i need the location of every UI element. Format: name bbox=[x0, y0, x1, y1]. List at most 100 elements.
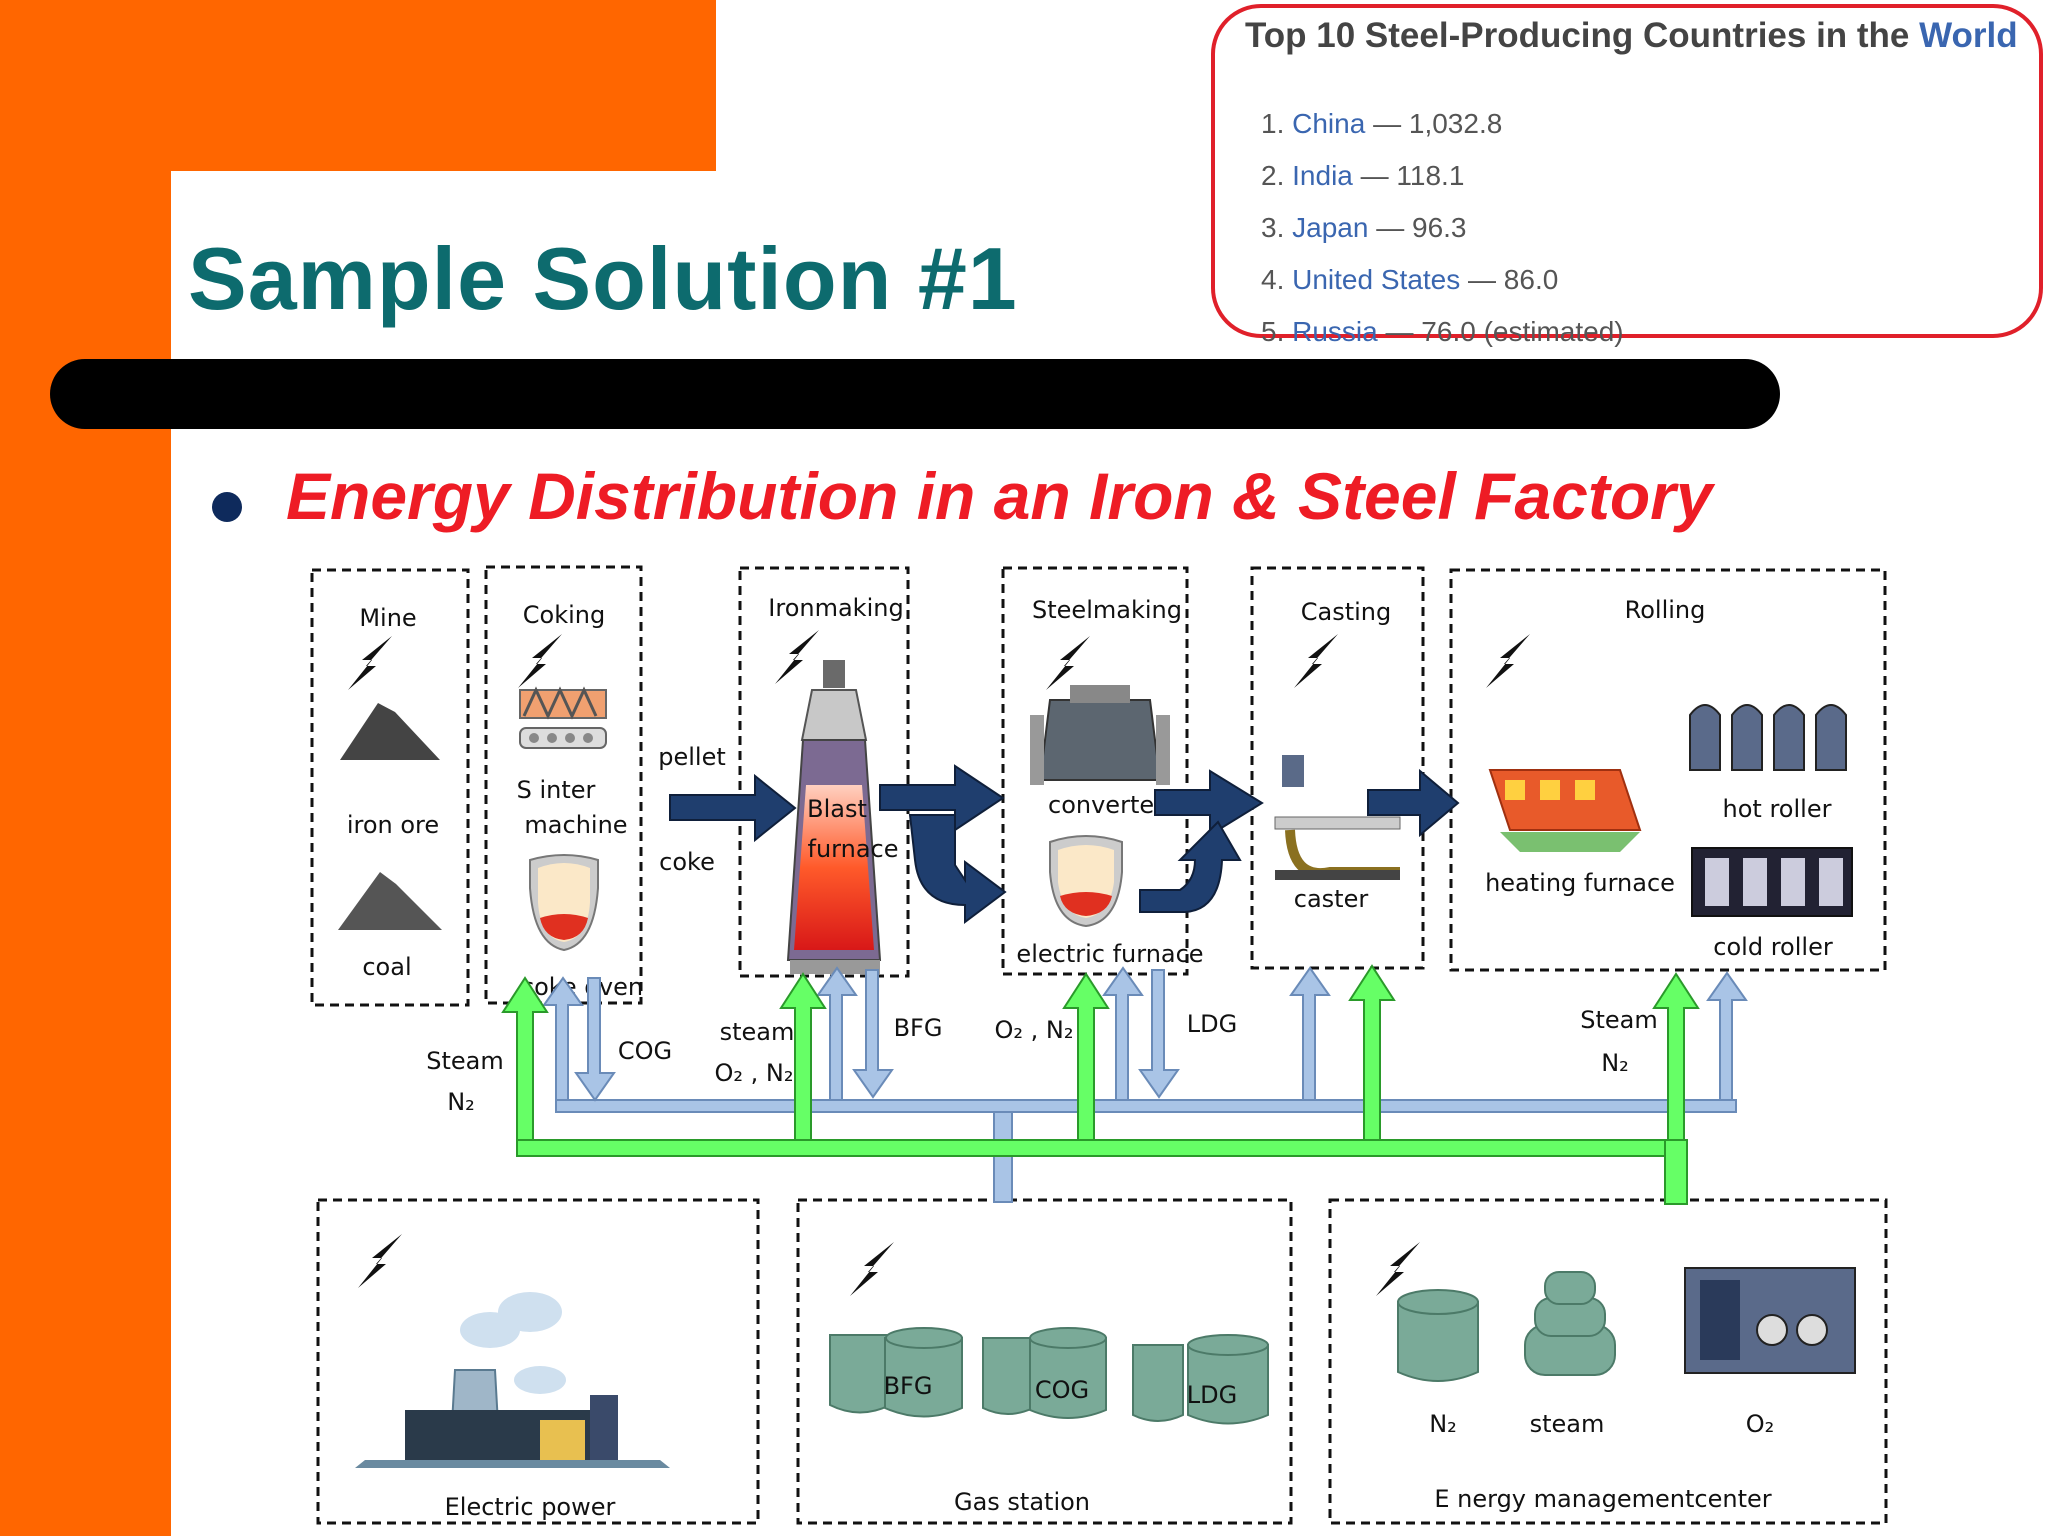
n2-right-label: N₂ bbox=[1601, 1049, 1629, 1077]
electric-power-label: Electric power bbox=[445, 1493, 616, 1521]
value: — 1,032.8 bbox=[1373, 108, 1503, 139]
blast-furnace-icon bbox=[786, 660, 882, 974]
list-item: 4. United States — 86.0 bbox=[1261, 254, 1624, 306]
top10-title-text: Top 10 Steel-Producing Countries in the bbox=[1245, 16, 1920, 55]
tank-bfg-label: BFG bbox=[884, 1372, 933, 1400]
cold-roller-icon bbox=[1691, 847, 1853, 917]
power-plant-icon bbox=[355, 1292, 670, 1468]
title-divider-bar bbox=[50, 359, 1780, 429]
steam-iron-label: steam bbox=[720, 1018, 795, 1046]
list-item: 3. Japan — 96.3 bbox=[1261, 202, 1624, 254]
electric-furnace-label: electric furnace bbox=[1016, 940, 1203, 968]
value: — 86.0 bbox=[1468, 264, 1559, 295]
steam-left-label: Steam bbox=[426, 1047, 504, 1075]
n2-left-label: N₂ bbox=[447, 1088, 475, 1116]
steelmaking-box bbox=[1001, 566, 1189, 976]
coal-label: coal bbox=[362, 953, 411, 981]
rank: 4. bbox=[1261, 264, 1285, 295]
country-link[interactable]: United States bbox=[1292, 264, 1461, 295]
n2-storage-label: N₂ bbox=[1429, 1410, 1457, 1438]
rank: 5. bbox=[1261, 316, 1285, 347]
lightning-icon bbox=[850, 1242, 894, 1296]
hot-roller-label: hot roller bbox=[1723, 795, 1832, 823]
lightning-icon bbox=[348, 636, 392, 690]
slide-title: Sample Solution #1 bbox=[188, 229, 1018, 328]
green-pipe-network bbox=[501, 964, 1700, 1205]
tank-cog-label: COG bbox=[1035, 1376, 1089, 1404]
pellet-label: pellet bbox=[658, 743, 726, 771]
gas-station-label: Gas station bbox=[954, 1488, 1090, 1516]
sinter-machine-icon bbox=[519, 686, 607, 749]
top10-title: Top 10 Steel-Producing Countries in the … bbox=[1245, 16, 2018, 56]
stage-casting: Casting bbox=[1301, 598, 1392, 626]
sinter-label-2: machine bbox=[524, 811, 627, 839]
ldg-flow-label: LDG bbox=[1187, 1010, 1237, 1038]
lightning-icon bbox=[1046, 636, 1090, 690]
converter-label: converter bbox=[1048, 791, 1164, 819]
country-link[interactable]: Russia bbox=[1292, 316, 1378, 347]
ironmaking-box bbox=[738, 566, 910, 978]
gas-tanks bbox=[829, 1327, 1269, 1425]
energy-center-label: E nergy managementcenter bbox=[1434, 1485, 1771, 1513]
gas-station-box bbox=[796, 1198, 1293, 1525]
country-link[interactable]: China bbox=[1292, 108, 1366, 139]
coke-oven-label: coke oven bbox=[521, 973, 643, 1001]
top10-title-link[interactable]: World bbox=[1919, 16, 2018, 55]
iron-ore-label: iron ore bbox=[347, 811, 439, 839]
mine-box bbox=[310, 568, 470, 1007]
orange-side-band bbox=[0, 0, 171, 1536]
rank: 3. bbox=[1261, 212, 1285, 243]
oxygen-plant-icon bbox=[1684, 1267, 1856, 1374]
bullet-dot bbox=[212, 492, 242, 522]
steam-right-label: Steam bbox=[1580, 1006, 1658, 1034]
lightning-icon bbox=[1486, 634, 1530, 688]
converter-icon bbox=[1030, 685, 1170, 785]
electric-furnace-icon bbox=[1049, 835, 1123, 928]
stage-mine: Mine bbox=[359, 604, 416, 632]
lightning-icon bbox=[1294, 634, 1338, 688]
list-item: 5. Russia — 76.0 (estimated) bbox=[1261, 306, 1624, 358]
country-link[interactable]: Japan bbox=[1292, 212, 1369, 243]
stage-coking: Coking bbox=[523, 601, 605, 629]
electric-power-box bbox=[316, 1198, 760, 1525]
value: — 76.0 (estimated) bbox=[1385, 316, 1624, 347]
energy-center-box bbox=[1328, 1198, 1888, 1525]
lightning-icon bbox=[775, 630, 819, 684]
pipe-up-arrow bbox=[542, 976, 584, 1101]
lightning-icon bbox=[1376, 1242, 1420, 1296]
o2n2-steel-label: O₂ , N₂ bbox=[995, 1016, 1074, 1044]
o2-storage-label: O₂ bbox=[1746, 1410, 1775, 1438]
country-link[interactable]: India bbox=[1292, 160, 1353, 191]
o2n2-iron-label: O₂ , N₂ bbox=[715, 1059, 794, 1087]
lightning-icon bbox=[358, 1234, 402, 1288]
list-item: 1. China — 1,032.8 bbox=[1261, 98, 1624, 150]
caster-label: caster bbox=[1294, 885, 1369, 913]
top10-list: 1. China — 1,032.8 2. India — 118.1 3. J… bbox=[1261, 98, 1624, 358]
blue-pipe-network bbox=[542, 966, 1748, 1203]
tank-ldg-label: LDG bbox=[1187, 1381, 1237, 1409]
stage-rolling: Rolling bbox=[1625, 596, 1706, 624]
sinter-label-1: S inter bbox=[517, 776, 596, 804]
value: — 96.3 bbox=[1376, 212, 1467, 243]
lightning-icon bbox=[518, 634, 562, 688]
coke-label: coke bbox=[659, 848, 715, 876]
blast-furnace-label-2: furnace bbox=[808, 835, 899, 863]
iron-ore-pile-icon bbox=[340, 703, 440, 760]
cold-roller-label: cold roller bbox=[1713, 933, 1833, 961]
steam-storage-label: steam bbox=[1530, 1410, 1605, 1438]
top10-callout: Top 10 Steel-Producing Countries in the … bbox=[1211, 4, 2043, 347]
blast-furnace-label-1: Blast bbox=[807, 795, 867, 823]
coal-pile-icon bbox=[338, 872, 442, 930]
stage-ironmaking: Ironmaking bbox=[768, 594, 903, 622]
list-item: 2. India — 118.1 bbox=[1261, 150, 1624, 202]
bfg-flow-label: BFG bbox=[894, 1014, 943, 1042]
rank: 1. bbox=[1261, 108, 1285, 139]
rank: 2. bbox=[1261, 160, 1285, 191]
value: — 118.1 bbox=[1360, 160, 1465, 191]
rolling-box bbox=[1449, 568, 1887, 972]
process-arrows bbox=[669, 764, 1460, 924]
coke-oven-icon bbox=[529, 854, 599, 952]
hot-roller-icon bbox=[1689, 704, 1847, 771]
cog-flow-label: COG bbox=[618, 1037, 672, 1065]
